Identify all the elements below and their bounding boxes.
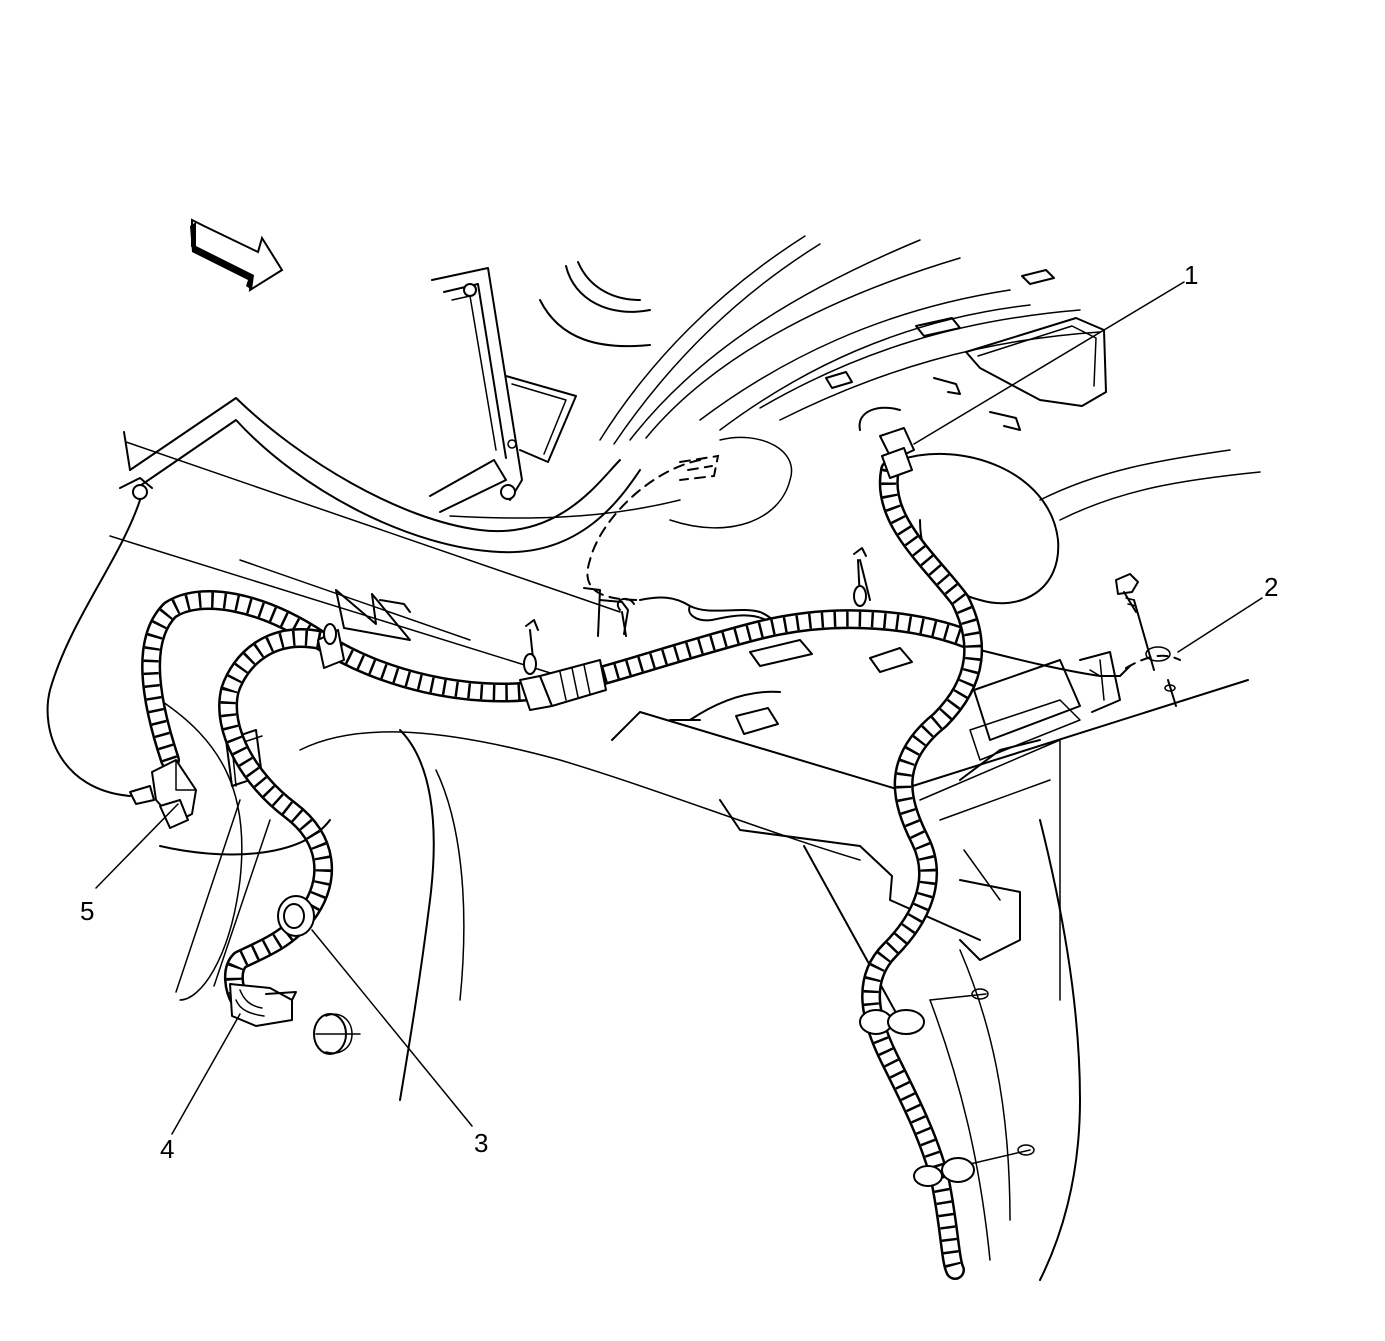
callout-3-label: 3 bbox=[474, 1128, 489, 1158]
front-direction-arrow-icon bbox=[190, 218, 284, 292]
harness-clips bbox=[277, 585, 975, 1187]
callout-1-label: 1 bbox=[1184, 260, 1199, 290]
vehicle-body-structure bbox=[109, 235, 1261, 1281]
callout-5-label: 5 bbox=[80, 896, 95, 926]
connector-1-icon bbox=[858, 406, 915, 479]
callout-2-label: 2 bbox=[1264, 572, 1279, 602]
callout-4-label: 4 bbox=[160, 1134, 175, 1164]
wiring-harness bbox=[141, 460, 984, 1280]
connector-5-icon bbox=[129, 759, 197, 829]
wire-leads bbox=[46, 499, 1177, 1165]
screw-fastener-icon bbox=[1115, 573, 1139, 613]
callout-leaders bbox=[95, 281, 1263, 1135]
connector-4-icon bbox=[229, 983, 297, 1027]
